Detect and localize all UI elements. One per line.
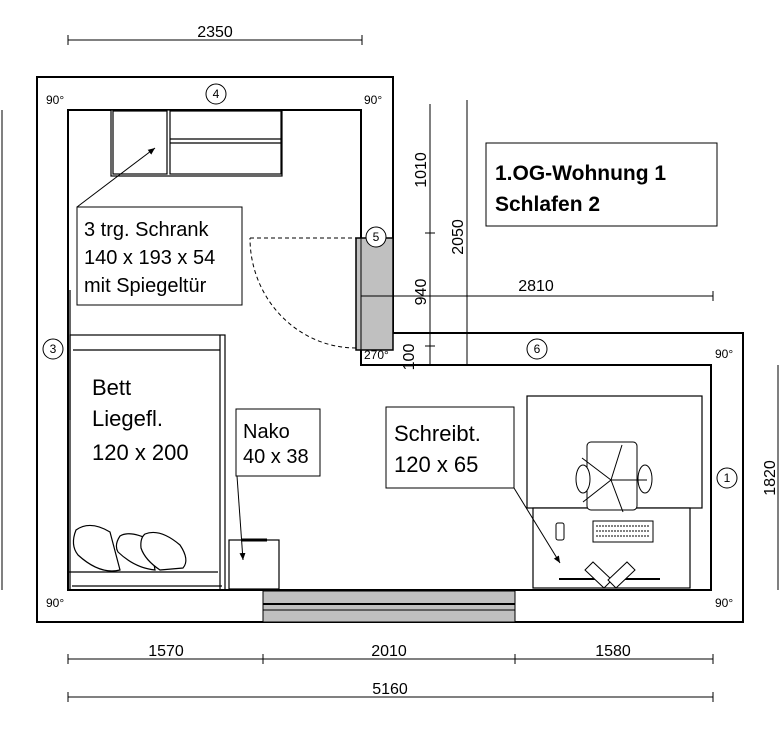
nako-arrow xyxy=(236,475,246,561)
dimension-lines xyxy=(1,35,779,702)
dimension-right-height: 1820 xyxy=(762,460,779,496)
dimension-bottom-left: 1570 xyxy=(148,643,184,660)
phone-icon xyxy=(555,522,565,541)
schrank-label-line1: 3 trg. Schrank xyxy=(84,219,210,241)
wall-number-5: 5 xyxy=(373,230,380,244)
bed-label-line2: Liegefl. xyxy=(92,406,163,431)
wall-number-1: 1 xyxy=(724,471,731,485)
dimension-v-middle: 940 xyxy=(413,279,430,306)
wall-number-4: 4 xyxy=(213,87,220,101)
dimension-h-right: 2810 xyxy=(518,278,554,295)
angle-label: 90° xyxy=(715,347,733,361)
dimension-top-width: 2350 xyxy=(197,24,233,41)
dimension-v-total: 2050 xyxy=(450,219,467,255)
wall-marker-4 xyxy=(205,83,227,105)
dimension-v-lower: 100 xyxy=(401,344,418,371)
bed xyxy=(69,290,226,591)
schrank-label-line2: 140 x 193 x 54 xyxy=(84,247,215,269)
wall-marker-1 xyxy=(716,467,738,489)
schreibtisch-label-box xyxy=(385,406,515,489)
schreibtisch-arrow xyxy=(513,487,561,564)
schrank-label-box xyxy=(76,206,243,306)
wardrobe xyxy=(110,109,283,177)
schrank-arrow xyxy=(76,147,156,208)
outer-wall xyxy=(36,76,744,623)
nako-label-box xyxy=(235,408,321,477)
monitor-icon xyxy=(559,561,660,589)
wall-number-3: 3 xyxy=(50,342,57,356)
schrank-label-line3: mit Spiegeltür xyxy=(84,275,207,297)
wall-marker-6 xyxy=(526,338,548,360)
wall-number-6: 6 xyxy=(534,342,541,356)
dimension-bottom-right: 1580 xyxy=(595,643,631,660)
schreibtisch-label-line2: 120 x 65 xyxy=(394,452,478,477)
window xyxy=(262,590,516,623)
bed-label-line3: 120 x 200 xyxy=(92,440,189,465)
inner-wall xyxy=(67,109,712,591)
keyboard-icon xyxy=(592,520,654,543)
angle-label: 90° xyxy=(46,596,64,610)
title-line1: 1.OG-Wohnung 1 xyxy=(495,162,666,185)
angle-label: 90° xyxy=(364,93,382,107)
dimension-bottom-total: 5160 xyxy=(372,681,408,698)
wall-marker-3 xyxy=(42,338,64,360)
office-chair-icon xyxy=(575,441,653,513)
nightstand xyxy=(228,539,280,590)
pillows-icon xyxy=(72,524,187,572)
title-box xyxy=(485,142,718,227)
door xyxy=(249,237,394,351)
dimension-bottom-mid: 2010 xyxy=(371,643,407,660)
angle-label: 270° xyxy=(364,348,389,362)
schreibtisch-label-line1: Schreibt. xyxy=(394,421,481,446)
nako-label-line1: Nako xyxy=(243,421,290,443)
angle-label: 90° xyxy=(46,93,64,107)
wall-marker-5 xyxy=(365,226,387,248)
title-line2: Schlafen 2 xyxy=(495,193,600,216)
angle-label: 90° xyxy=(715,596,733,610)
dimension-v-upper: 1010 xyxy=(413,152,430,188)
nako-label-line2: 40 x 38 xyxy=(243,446,309,468)
bed-label-line1: Bett xyxy=(92,375,131,400)
